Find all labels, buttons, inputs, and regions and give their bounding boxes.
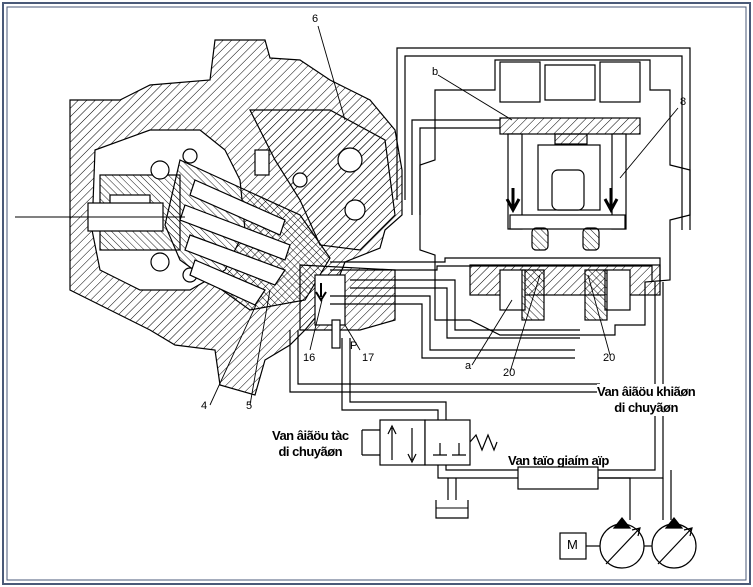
part-number-20-left: 20 xyxy=(503,367,516,379)
part-number-5: 5 xyxy=(246,400,253,412)
travel-control-valve xyxy=(361,419,498,466)
part-number-4: 4 xyxy=(201,400,208,412)
part-number-b: b xyxy=(432,66,439,78)
speed-control-valve-label: Van âiãöu khiãøn di chuyãøn xyxy=(597,384,696,416)
travel-control-valve-line1: Van âiãöu tàc xyxy=(272,428,349,443)
pressure-valve-box xyxy=(517,466,599,490)
arrow-right xyxy=(603,188,619,214)
tank-symbol xyxy=(435,500,469,519)
motor-housing xyxy=(69,39,403,396)
part-number-P: P xyxy=(350,340,358,352)
part-number-a: a xyxy=(465,360,472,372)
part-number-20-right: 20 xyxy=(603,352,616,364)
travel-control-valve-label: Van âiãöu tàc di chuyãøn xyxy=(272,428,349,460)
part-number-6: 6 xyxy=(312,13,319,25)
speed-control-valve-line1: Van âiãöu khiãøn xyxy=(597,384,696,399)
electric-motor-label: M xyxy=(567,537,578,552)
part-number-16: 16 xyxy=(303,352,316,364)
leader-lines xyxy=(209,25,679,406)
pipes xyxy=(289,47,691,520)
pump-group xyxy=(559,517,697,569)
inner-frame xyxy=(6,6,747,581)
part-number-17: 17 xyxy=(362,352,375,364)
travel-control-valve-line2: di chuyãøn xyxy=(278,444,343,459)
valve-block xyxy=(419,59,691,336)
part-number-8: 8 xyxy=(680,96,687,108)
pressure-reducing-valve-label: Van taïo giaím aïp xyxy=(508,453,609,468)
arrow-left xyxy=(505,188,521,214)
speed-control-valve-line2: di chuyãøn xyxy=(614,400,678,415)
spool-arrow xyxy=(315,283,327,302)
